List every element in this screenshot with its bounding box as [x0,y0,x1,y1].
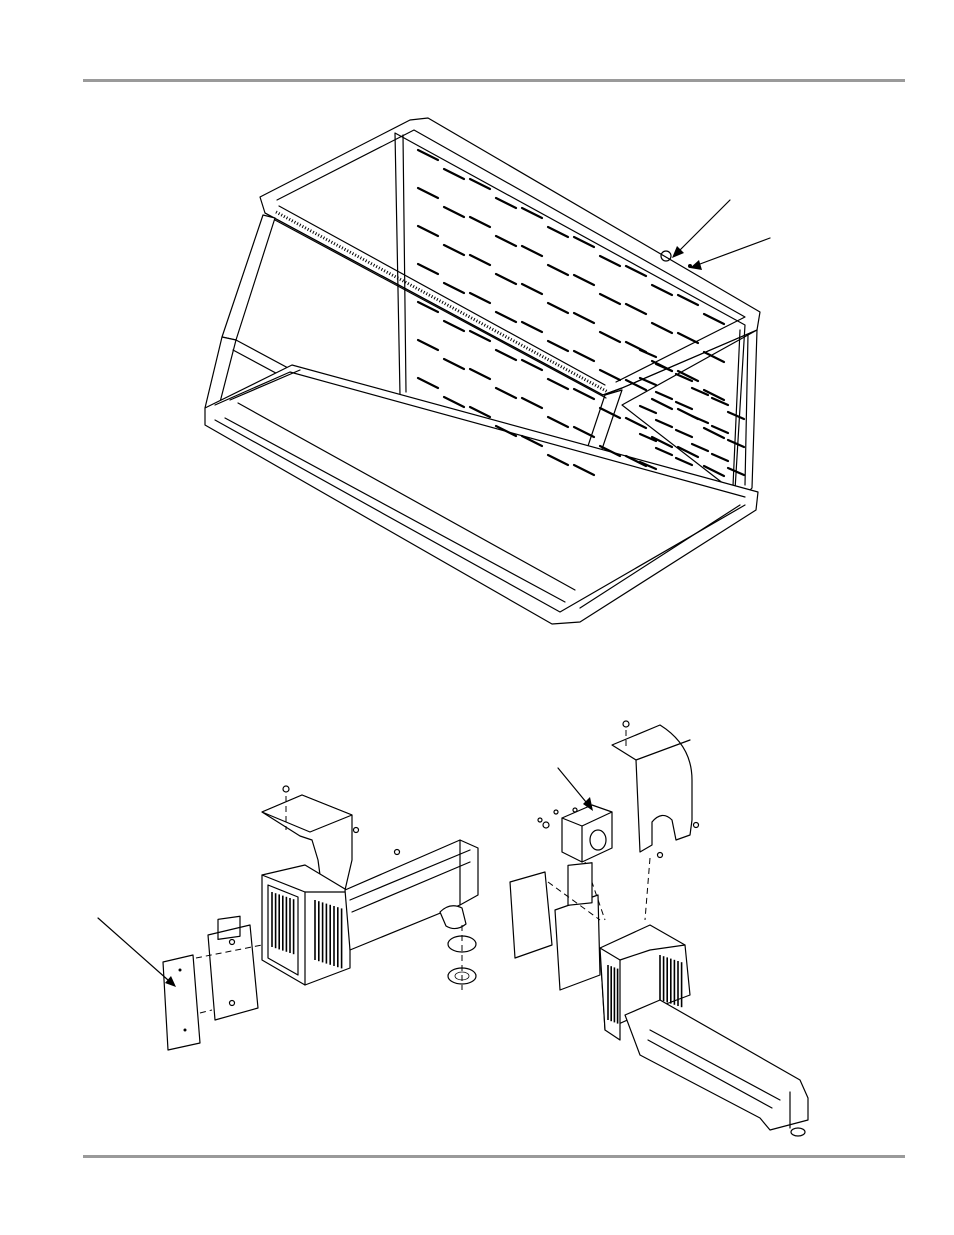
heater-right-assembly [510,721,808,1136]
screw-icon [543,822,549,828]
screw-icon [694,823,699,828]
screw-icon [623,721,629,727]
heater-right-callout-arrow [558,768,593,811]
screw-icon [658,853,663,858]
